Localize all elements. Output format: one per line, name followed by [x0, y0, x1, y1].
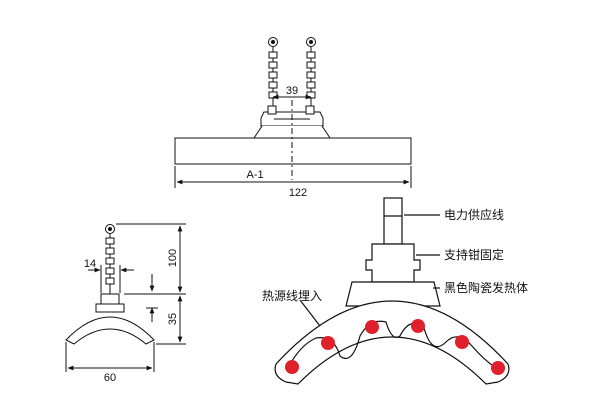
section-view — [274, 197, 510, 385]
heater-dots — [285, 319, 505, 375]
spacing-dimension-label: 39 — [286, 85, 298, 97]
neck-dimension-label: 14 — [84, 258, 96, 270]
heater-dot — [455, 335, 469, 349]
length-dimension-label: 122 — [289, 187, 307, 199]
height-dimension-label: 100 — [167, 249, 179, 267]
callout-embedded-wire: 热源线埋入 — [262, 289, 322, 303]
callout-power-line: 电力供应线 — [444, 207, 504, 222]
heater-dot — [491, 361, 505, 375]
callout-ceramic-heater: 黑色陶瓷发热体 — [444, 280, 528, 295]
heater-dot — [321, 336, 335, 350]
heater-dot — [365, 320, 379, 334]
width-dimension-label: 60 — [104, 372, 116, 384]
lower-dimension-label: 35 — [167, 313, 179, 325]
heater-dot — [411, 319, 425, 333]
right-chain — [306, 37, 316, 108]
heater-dot — [285, 360, 299, 374]
top-view — [174, 37, 412, 188]
callout-clamp: 支持钳固定 — [444, 247, 504, 262]
side-view — [65, 223, 186, 372]
model-label: A-1 — [246, 169, 263, 181]
